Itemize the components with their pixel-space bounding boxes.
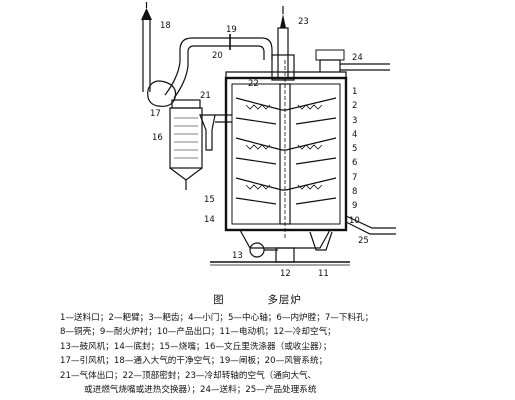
callout-13: 13 xyxy=(232,251,243,261)
legend-line: 21—气体出口；22—顶部密封；23—冷却转轴的空气（通向大气、 xyxy=(60,370,317,381)
callout-24: 24 xyxy=(352,53,363,63)
callout-1: 1 xyxy=(352,87,357,97)
callout-21: 21 xyxy=(200,91,211,101)
callout-9: 9 xyxy=(352,201,357,211)
multi-hearth-furnace-diagram: 1 2 3 4 5 6 7 8 9 10 11 12 13 14 15 16 1… xyxy=(141,2,396,279)
legend-line: 或进燃气烧嘴或进热交换器）；24—送料；25—产品处理系统 xyxy=(84,385,317,396)
legend: 1—送料口；2—耙臂；3—耙齿；4—小门；5—中心轴；6—内炉膛；7—下料孔； … xyxy=(60,311,480,397)
callout-23: 23 xyxy=(298,17,309,27)
venturi-scrubber xyxy=(147,80,203,190)
callout-5: 5 xyxy=(352,144,357,154)
callout-15: 15 xyxy=(204,195,215,205)
callout-14: 14 xyxy=(204,215,215,225)
legend-line: 17—引风机；18—通入大气的干净空气；19—闸板；20—风管系统； xyxy=(60,356,328,367)
legend-line: 8—铜壳；9—耐火炉衬；10—产品出口；11—电动机；12—冷却空气； xyxy=(60,327,336,338)
callout-8: 8 xyxy=(352,187,357,197)
legend-line: 13—鼓风机；14—底封；15—烧嘴；16—文丘里洗涤器（或收尘器）； xyxy=(60,341,332,352)
callout-18: 18 xyxy=(160,21,171,31)
callout-11: 11 xyxy=(318,269,329,279)
legend-line: 1—送料口；2—耙臂；3—耙齿；4—小门；5—中心轴；6—内炉膛；7—下料孔； xyxy=(60,313,374,323)
callout-2: 2 xyxy=(352,101,357,111)
duct-system xyxy=(164,34,273,99)
shaft-cooling-air-stack xyxy=(271,6,295,81)
callout-22: 22 xyxy=(248,79,259,89)
figure-caption: 图 多层炉 xyxy=(0,292,515,307)
clean-air-stack xyxy=(141,2,152,92)
callout-16: 16 xyxy=(152,133,163,143)
figure-title: 多层炉 xyxy=(267,294,302,306)
callout-7: 7 xyxy=(352,173,357,183)
callout-labels: 1 2 3 4 5 6 7 8 9 10 11 12 13 14 15 16 1… xyxy=(150,17,369,279)
gas-outlet xyxy=(199,114,232,151)
callout-12: 12 xyxy=(280,269,291,279)
callout-3: 3 xyxy=(352,116,357,126)
figure-label: 图 xyxy=(213,294,225,306)
callout-4: 4 xyxy=(352,130,357,140)
callout-20: 20 xyxy=(212,51,223,61)
callout-6: 6 xyxy=(352,158,357,168)
callout-17: 17 xyxy=(150,109,161,119)
callout-25: 25 xyxy=(358,236,369,246)
callout-19: 19 xyxy=(226,25,237,35)
callout-10: 10 xyxy=(349,216,360,226)
furnace-shell xyxy=(210,49,396,266)
